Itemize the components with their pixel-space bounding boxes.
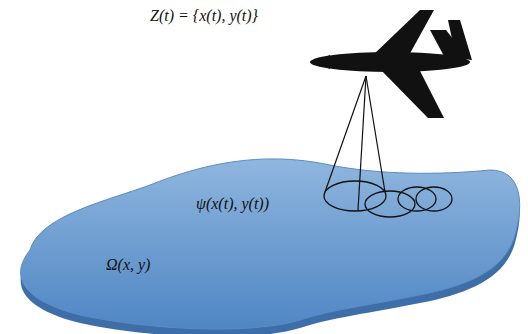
aircraft <box>310 10 472 118</box>
footprint-label: ψ(x(t), y(t)) <box>196 194 269 213</box>
position-label: Z(t) = {x(t), y(t)} <box>150 6 258 25</box>
region-label: Ω(x, y) <box>106 255 150 274</box>
region-area <box>21 159 520 329</box>
sensor-cone <box>325 76 385 210</box>
sensor-footprints <box>324 181 452 217</box>
